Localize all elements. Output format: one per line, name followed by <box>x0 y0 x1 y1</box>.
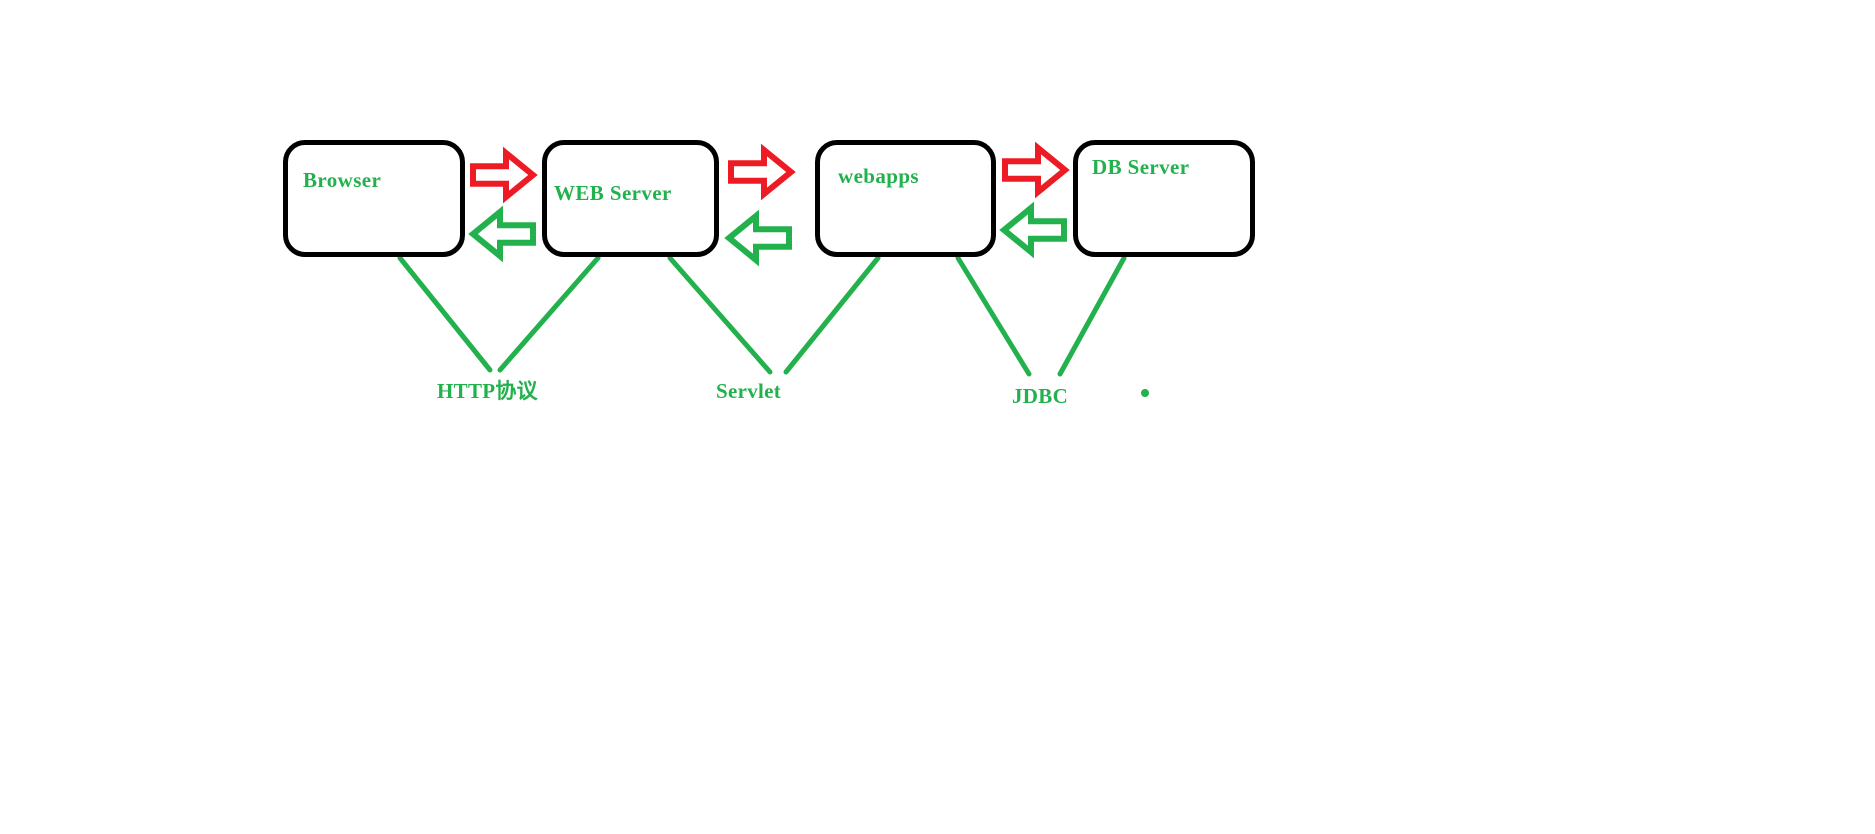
return-arrow-web-to-browser <box>468 205 536 263</box>
node-label-db-server: DB Server <box>1092 155 1190 179</box>
connector-line-conn-webapps-srvl <box>783 255 881 375</box>
connector-line-conn-browser-http <box>397 255 493 373</box>
return-arrow-db-to-webapps <box>999 201 1067 259</box>
node-label-web-server: WEB Server <box>554 181 672 205</box>
connector-lines-group <box>397 255 1127 377</box>
connector-line-conn-web-servlet <box>667 255 773 375</box>
node-box-db-server[interactable] <box>1073 140 1255 257</box>
connector-line-conn-web-http <box>497 255 601 373</box>
node-label-webapps: webapps <box>838 164 919 188</box>
node-box-webapps[interactable] <box>815 140 996 257</box>
node-label-browser: Browser <box>303 168 382 192</box>
connector-line-conn-db-jdbc <box>1057 255 1127 377</box>
green-dot-marker <box>1141 389 1149 397</box>
forward-arrow-browser-to-web <box>470 146 538 204</box>
node-box-browser[interactable] <box>283 140 465 257</box>
forward-arrow-web-to-webapps <box>728 143 796 201</box>
node-box-web-server[interactable] <box>542 140 719 257</box>
edge-label-servlet: Servlet <box>716 379 782 403</box>
return-arrows-group <box>468 201 1067 267</box>
forward-arrow-webapps-to-db <box>1002 141 1070 199</box>
forward-arrows-group <box>470 141 1070 204</box>
edge-label-http-protocol: HTTP协议 <box>437 379 538 403</box>
connector-line-conn-webapps-jdbc <box>955 255 1032 377</box>
return-arrow-webapps-to-web <box>724 209 792 267</box>
edge-label-jdbc: JDBC <box>1012 384 1069 408</box>
